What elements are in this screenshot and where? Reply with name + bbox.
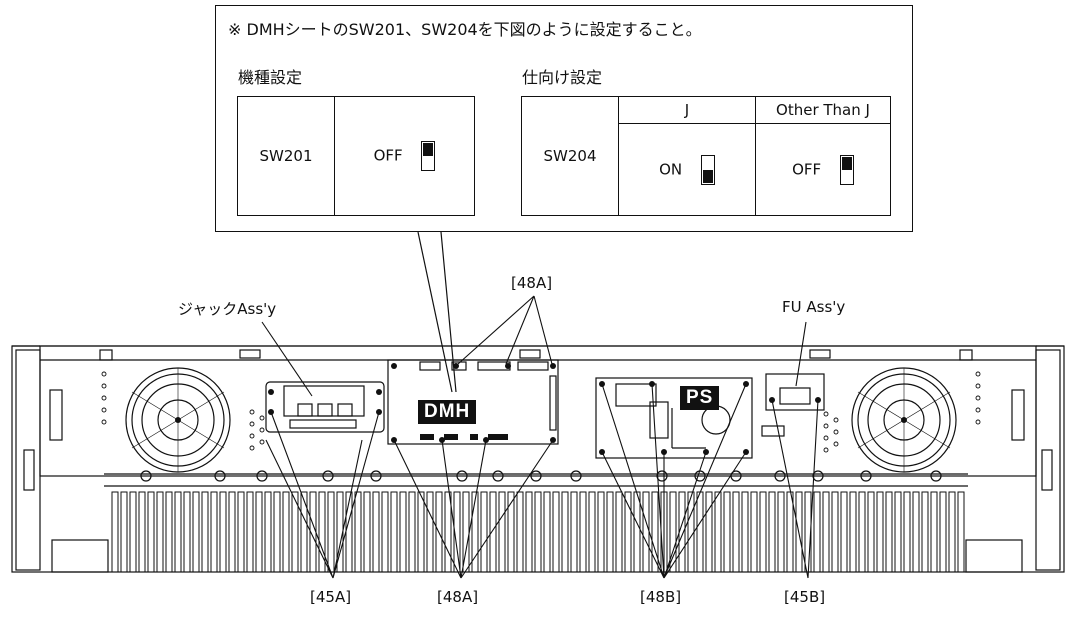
dip-switch-icon [839,154,854,185]
sw204-label: SW204 [521,96,619,216]
model-setting-table: SW201 OFF [237,96,475,216]
top-48a-label: [48A] [511,274,553,292]
bottom-48b-label: [48B] [640,588,682,606]
col-j-header: J [618,96,756,124]
sw201-state-cell: OFF [334,96,475,216]
sw201-label: SW201 [237,96,335,216]
col-other-header: Other Than J [755,96,891,124]
setting-note: ※ DMHシートのSW201、SW204を下図のように設定すること。 [228,20,702,39]
sw201-state: OFF [373,146,403,165]
destination-setting-table: SW204 J Other Than J ON OFF [521,96,891,216]
sw204-j-state: ON [659,160,683,178]
bottom-48a-label: [48A] [437,588,479,606]
bottom-45a-label: [45A] [310,588,352,606]
sw204-j-cell: ON [618,123,756,216]
sw204-other-state: OFF [792,160,822,178]
bottom-45b-label: [45B] [784,588,826,606]
destination-setting-title: 仕向け設定 [522,68,603,87]
dip-switch-icon [700,154,715,185]
dmh-board-label: DMH [418,400,477,424]
sw204-other-cell: OFF [755,123,891,216]
dip-switch-icon [421,141,436,171]
jack-assy-label: ジャックAss'y [178,300,277,318]
fu-assy-label: FU Ass'y [782,298,846,316]
model-setting-title: 機種設定 [238,68,303,87]
ps-board-label: PS [680,386,720,410]
